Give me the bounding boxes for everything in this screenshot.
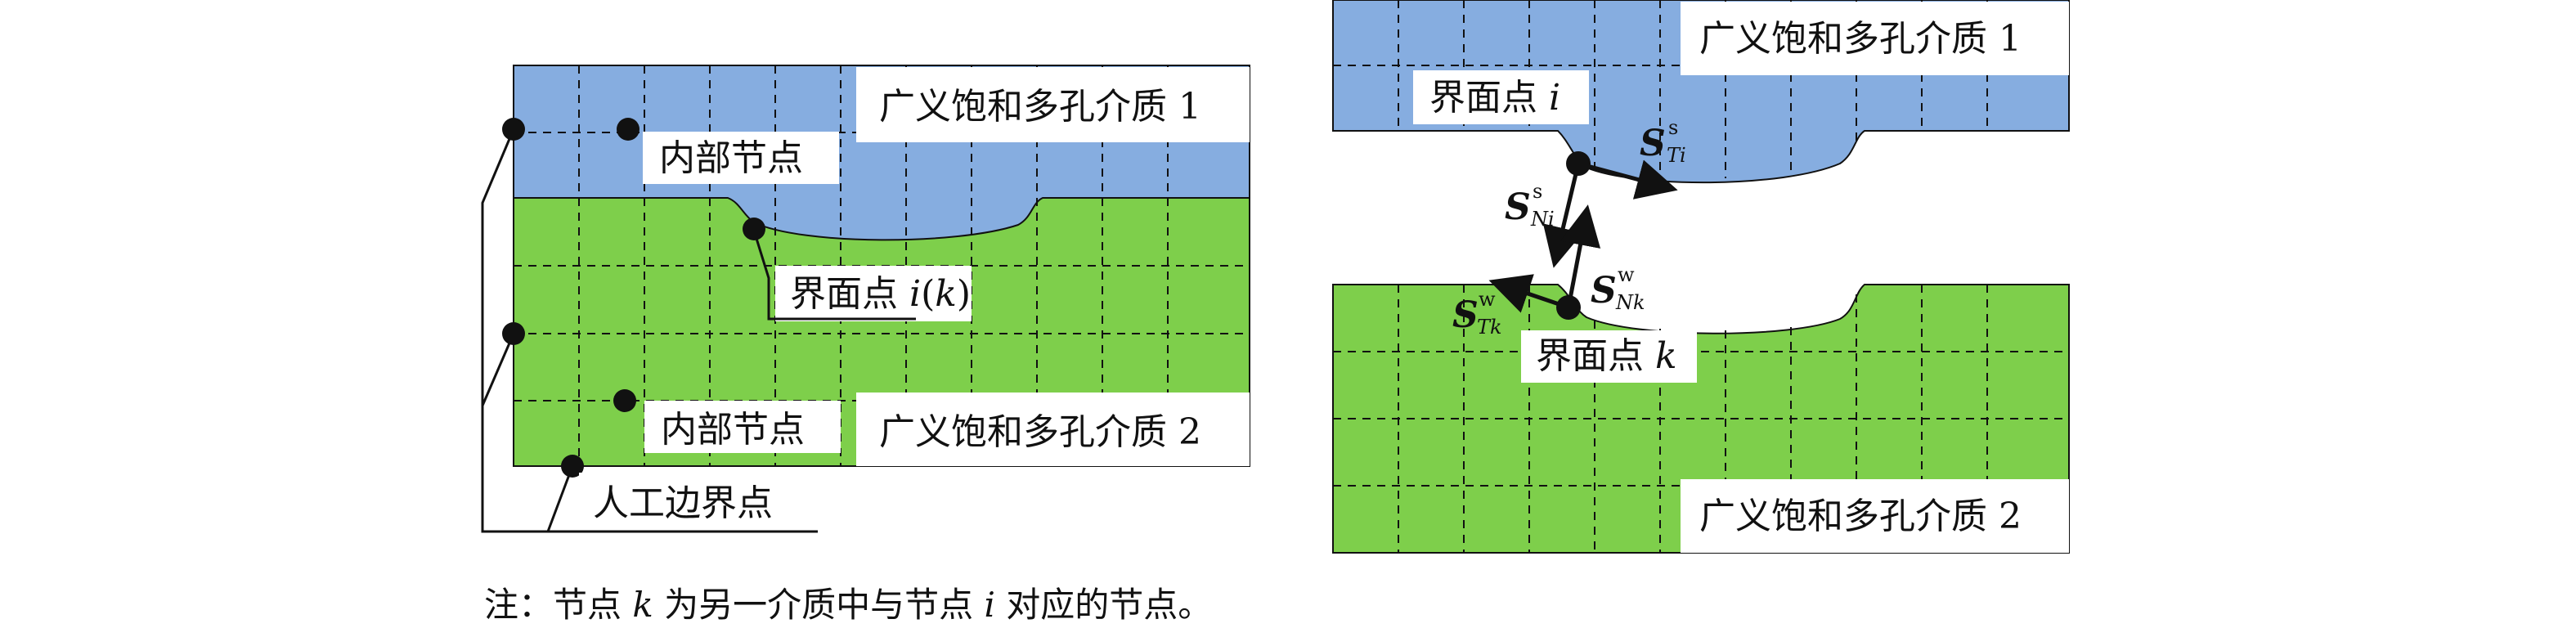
left-interface-node [743,218,765,240]
label-S-Nk-sub: Nk [1615,291,1645,314]
left-boundary-node-mid [502,322,525,345]
left-interior-node-label-bottom: 内部节点 [661,409,805,451]
right-bottom-grid-lines [1333,285,2069,553]
label-S-Ti-sup: s [1668,116,1678,139]
left-interior-node-top [617,118,640,141]
right-label-box-interface-i [1413,70,1589,124]
right-interface-i-label: 界面点 i [1429,77,1560,119]
right-medium-2-label: 广义饱和多孔介质 2 [1699,496,2022,537]
left-interface-bump [728,198,1043,240]
label-S-Tk-sup: w [1479,288,1496,311]
vector-S-Tk [1488,274,1569,313]
figure-note: 注：节点 k 为另一介质中与节点 i 对应的节点。 [484,585,1212,625]
label-S-Nk-sup: w [1618,263,1635,286]
right-diagram: 广义饱和多孔介质 1 界面点 i 界面点 k 广义饱和多孔 [1332,0,2070,554]
label-S-Ti: S [1640,123,1666,164]
left-interface-point-label: 界面点 i(k) [790,273,971,315]
left-label-box-medium-2 [856,393,1250,466]
label-S-Nk: S [1591,270,1617,312]
left-label-box-boundary [579,473,816,528]
left-leader-lines [481,128,916,533]
left-interior-node-bottom [613,389,636,412]
label-S-Tk-sub: Tk [1477,316,1502,339]
left-diagram: 广义饱和多孔介质 1 内部节点 界面点 i(k) 内部节点 广义饱和多孔介质 2… [481,65,1250,533]
vector-S-Ti [1577,159,1678,200]
right-label-box-interface-k [1521,330,1697,383]
left-interior-node-label-top: 内部节点 [659,137,803,179]
label-S-Ni-sup: s [1533,180,1542,203]
vector-S-Nk [1560,204,1601,308]
label-S-Ni-sub: Ni [1530,208,1555,231]
left-label-box-medium-1 [856,67,1250,142]
left-medium-1-label: 广义饱和多孔介质 1 [879,86,1201,128]
left-interface-curve [514,197,1250,241]
right-label-box-medium-2 [1681,479,2069,553]
right-interface-k-label: 界面点 k [1536,335,1677,377]
left-artificial-boundary-label: 人工边界点 [593,482,773,524]
vector-S-Ni [1542,163,1583,268]
right-force-vectors [1488,159,1678,313]
left-label-box-interface [775,266,972,321]
label-S-Ni: S [1505,186,1531,228]
right-interface-node-i [1566,151,1591,176]
left-label-box-interior-top [643,132,839,184]
left-label-box-interior-bottom [644,401,841,453]
label-S-Ti-sub: Ti [1667,144,1686,167]
right-interface-node-k [1556,295,1581,320]
label-S-Tk: S [1452,294,1479,336]
left-medium-2-label: 广义饱和多孔介质 2 [879,411,1201,453]
right-label-box-medium-1 [1681,2,2069,75]
left-boundary-node-top [502,118,525,141]
right-medium-1-label: 广义饱和多孔介质 1 [1699,18,2022,60]
left-boundary-node-bottom [561,455,584,478]
